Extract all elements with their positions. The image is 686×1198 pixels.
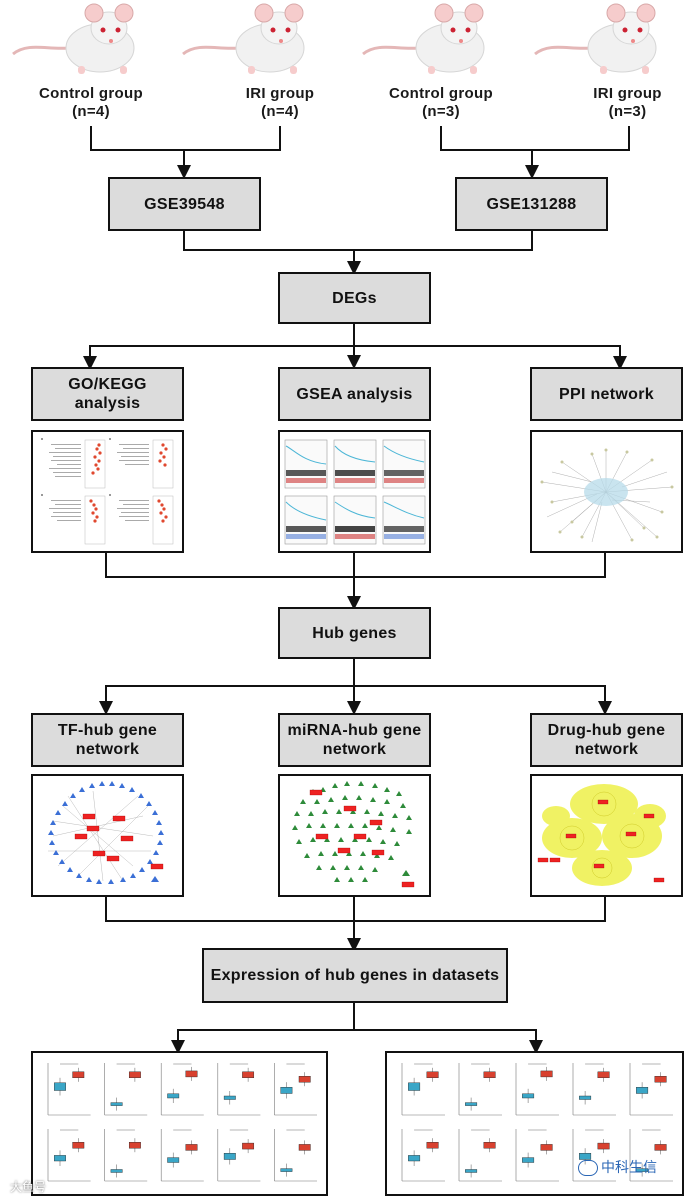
mini-boxplot [274,1063,317,1116]
dataset-box-gse39548: GSE39548 [108,177,261,231]
mini-boxplot [629,1129,673,1182]
mini-boxplot [217,1063,261,1116]
mini-boxplot [458,1129,502,1182]
mini-boxplot [160,1063,204,1116]
mini-boxplot [401,1063,445,1116]
mirna-hub-network-box: miRNA-hub gene network [278,713,431,767]
mini-boxplot [47,1129,91,1182]
go-kegg-thumbnail [31,430,184,553]
mouse-icon [12,3,135,74]
mini-boxplot [515,1063,559,1116]
group-label-iri-2: IRI group(n=3) [593,85,662,120]
wechat-icon [578,1160,598,1177]
tf-hub-network-box: TF-hub gene network [31,713,184,767]
dataset-box-gse131288: GSE131288 [455,177,608,231]
drug-hub-network-box: Drug-hub gene network [530,713,683,767]
group-label-control-2: Control group(n=3) [389,85,493,120]
mini-boxplot [160,1129,204,1182]
mini-boxplot [104,1063,148,1116]
watermark-left: 大鱼号 [10,1180,47,1194]
watermark-right: 中科生信 [578,1157,657,1177]
boxplot-panel-gse131288 [385,1051,684,1196]
expression-box: Expression of hub genes in datasets [202,948,508,1003]
drug-network-thumbnail [530,774,683,897]
group-label-iri-1: IRI group(n=4) [245,85,315,120]
group-label-control-1: Control group(n=4) [39,85,143,120]
degs-box: DEGs [278,272,431,324]
mini-boxplot [515,1129,559,1182]
mouse-icon [534,3,657,74]
go-kegg-box: GO/KEGG analysis [31,367,184,421]
ppi-box: PPI network [530,367,683,421]
mini-boxplot [629,1063,673,1116]
mouse-icon [362,3,485,74]
mini-boxplot [47,1063,91,1116]
gsea-thumbnail [278,430,431,553]
mouse-icon [182,3,305,74]
mini-boxplot [401,1129,445,1182]
mini-boxplot [572,1129,616,1182]
mini-boxplot [572,1063,616,1116]
ppi-thumbnail [530,430,683,553]
tf-network-thumbnail [31,774,184,897]
mirna-network-thumbnail [278,774,431,897]
mini-boxplot [274,1129,317,1182]
gsea-box: GSEA analysis [278,367,431,421]
hub-genes-box: Hub genes [278,607,431,659]
mini-boxplot [217,1129,261,1182]
mini-boxplot [458,1063,502,1116]
boxplot-panel-gse39548 [31,1051,328,1196]
mini-boxplot [104,1129,148,1182]
